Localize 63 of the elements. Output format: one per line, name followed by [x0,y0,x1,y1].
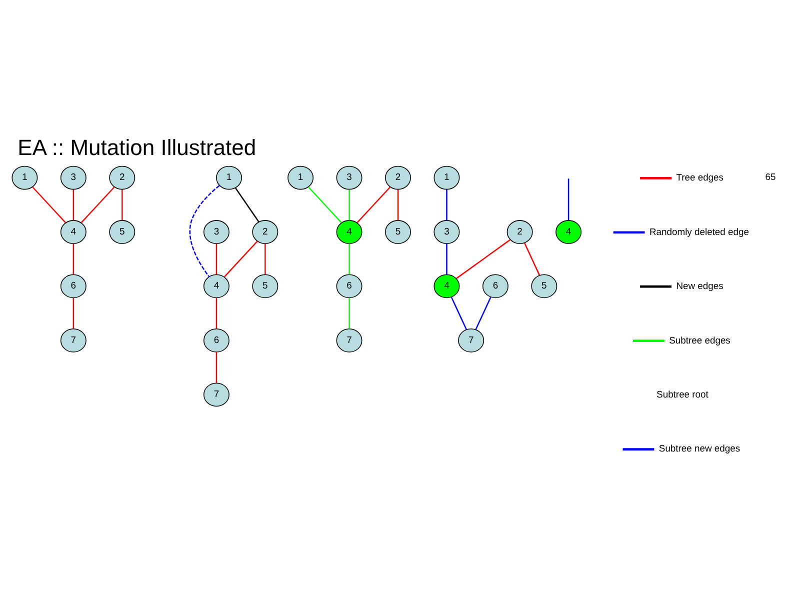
node-circle: 3 [203,220,230,244]
connector [234,188,260,222]
label: 65 [765,171,776,182]
node-circle: 2 [252,220,278,244]
node-circle: 5 [109,220,136,244]
connector [72,189,74,220]
connector [348,244,350,275]
node-circle: 7 [458,328,484,352]
connector [475,296,492,330]
legend-label: New edges [676,280,724,292]
node-circle: 2 [506,220,533,244]
connector [348,189,350,220]
connector [72,298,74,329]
connector [224,240,258,278]
connector [80,186,115,224]
legend-label: Tree edges [676,172,724,183]
node-circle: 5 [252,274,278,298]
node-circle: 5 [531,274,558,298]
node-circle: 4 [434,274,460,298]
node-circle: 4 [203,274,230,298]
node-circle: 4 [60,220,86,244]
node-circle: 1 [12,166,38,190]
connector [32,186,66,224]
connector [72,244,74,275]
connector [446,244,448,275]
node-circle: 2 [109,166,136,190]
connector [450,296,467,330]
node-circle: 4 [336,220,362,244]
connector [397,189,399,220]
node-circle: 7 [336,328,362,352]
connector [189,185,220,277]
node-circle: 4 [556,220,582,244]
node-circle: 7 [60,328,86,352]
node-circle: 7 [203,382,230,407]
connector [216,352,218,383]
node-circle: 3 [336,166,362,190]
node-circle: 2 [385,166,411,190]
node-circle: 6 [336,274,362,298]
connector [216,298,218,329]
connector [216,244,218,275]
connector [446,189,448,220]
connector [348,298,350,329]
node-circle: 1 [288,166,314,190]
legend-label: Randomly deleted edge [649,226,750,237]
connector [356,186,391,224]
connector [122,189,123,220]
legend-label: Subtree root [656,388,708,400]
node-circle: 3 [434,220,460,244]
legend-label: Subtree edges [669,334,730,346]
connector [264,244,266,275]
node-circle: 1 [434,166,460,190]
legend-label: Subtree new edges [658,442,740,454]
node-circle: 3 [60,166,86,190]
node-circle: 6 [60,274,86,298]
connector [456,239,510,279]
connector [524,242,540,276]
node-circle: 1 [216,166,242,190]
node-circle: 6 [203,328,230,352]
node-circle: 5 [385,220,411,244]
node-circle: 6 [482,274,508,298]
diagram-title: EA :: Mutation Illustrated [18,134,256,160]
connector [568,178,570,220]
connector [308,186,342,224]
